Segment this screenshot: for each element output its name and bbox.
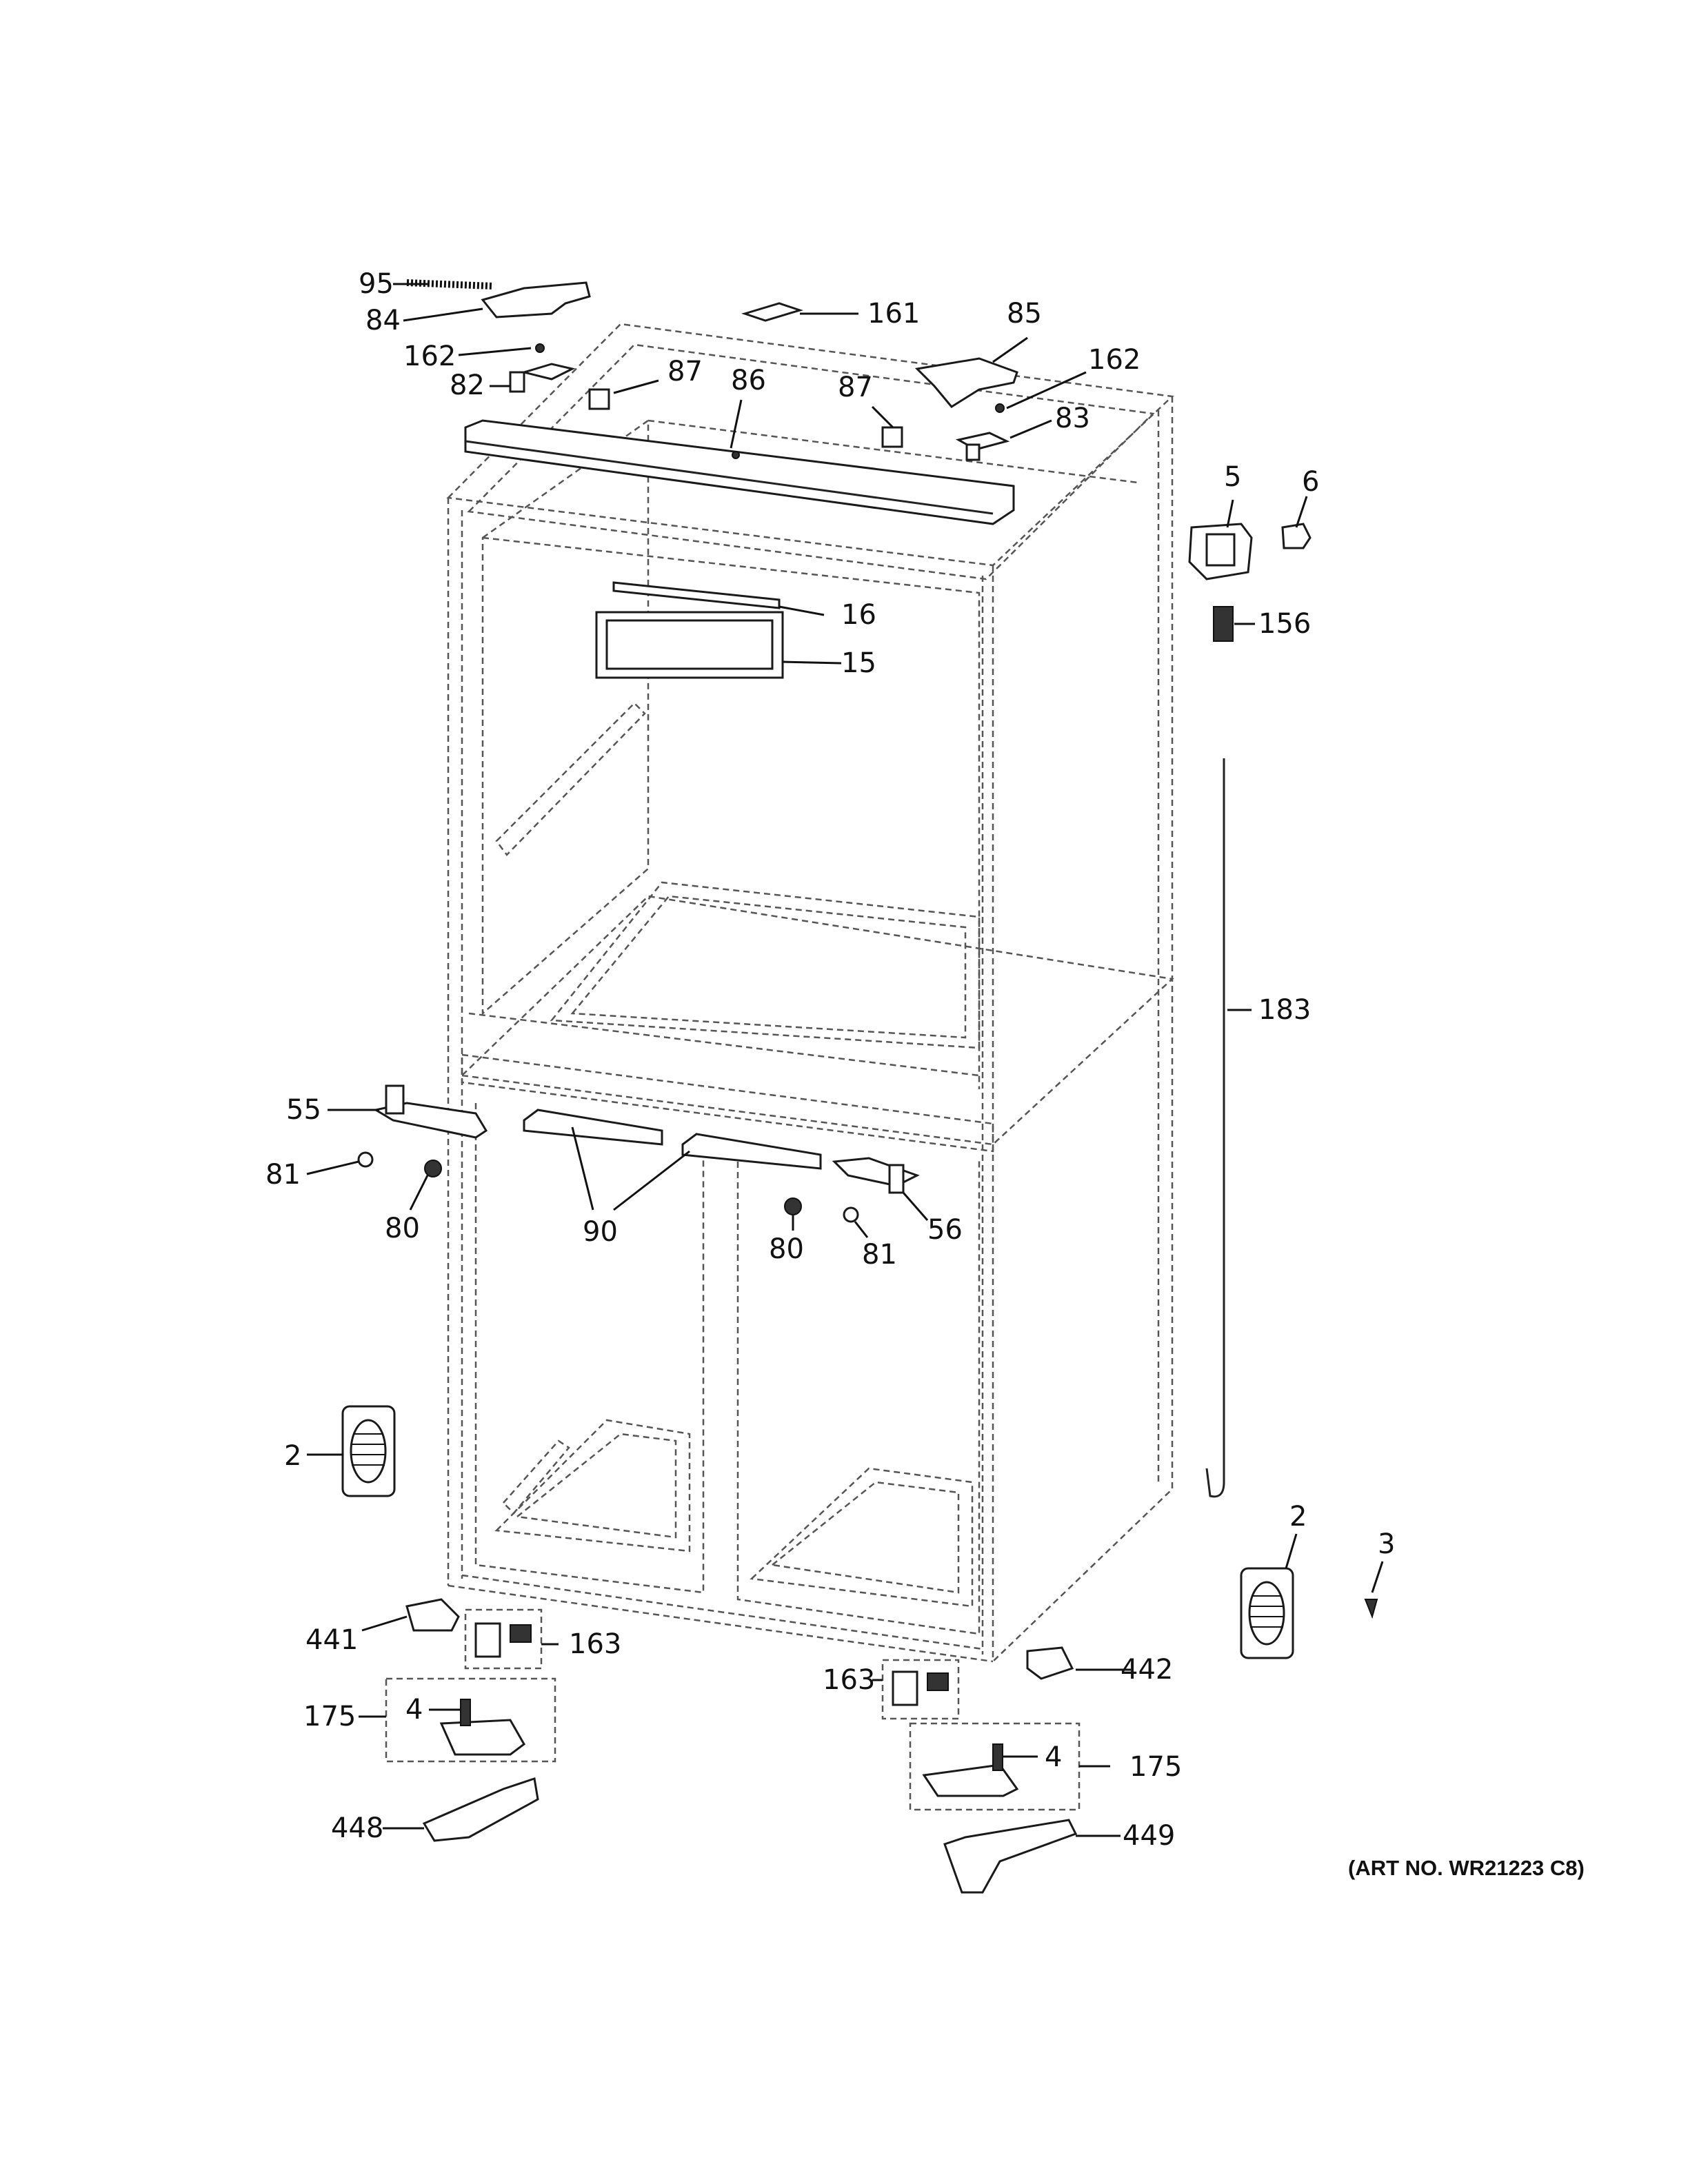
hinge-82 xyxy=(509,363,576,393)
callout-82: 82 xyxy=(450,370,485,401)
cover-163-left xyxy=(464,1608,543,1670)
arm-449 xyxy=(943,1819,1078,1894)
screw-81-left xyxy=(357,1151,374,1168)
screw-162-right xyxy=(995,403,1005,413)
callout-55: 55 xyxy=(286,1094,321,1126)
callout-80: 80 xyxy=(385,1213,420,1244)
clip-87-right xyxy=(881,426,903,448)
bracket-5 xyxy=(1188,523,1253,580)
callout-163: 163 xyxy=(569,1628,621,1660)
callout-449: 449 xyxy=(1123,1820,1175,1852)
callout-162: 162 xyxy=(403,341,456,372)
cover-163-right xyxy=(881,1659,960,1720)
hinge-56 xyxy=(832,1157,920,1194)
callouts: 95 84 162 82 161 85 162 87 86 87 83 5 6 … xyxy=(265,268,1585,1880)
bracket-442 xyxy=(1026,1646,1074,1680)
callout-83: 83 xyxy=(1055,403,1090,434)
screw-162-left xyxy=(535,343,545,353)
callout-81: 81 xyxy=(862,1239,897,1271)
rail-90-right xyxy=(681,1133,822,1170)
callout-6: 6 xyxy=(1302,466,1319,498)
tube-183 xyxy=(1205,758,1225,1498)
rail-90-left xyxy=(523,1109,663,1146)
screw-3 xyxy=(1364,1599,1378,1619)
top-hinge-cover-85 xyxy=(914,357,1018,408)
callout-81: 81 xyxy=(265,1159,301,1191)
bracket-441 xyxy=(405,1598,460,1632)
top-rail-86 xyxy=(464,419,1015,525)
callout-90: 90 xyxy=(583,1216,618,1248)
callout-4: 4 xyxy=(405,1694,423,1726)
grille-2-right xyxy=(1240,1567,1294,1659)
callout-87: 87 xyxy=(838,372,873,403)
callout-4: 4 xyxy=(1045,1741,1062,1773)
hinge-83 xyxy=(955,432,1010,461)
callout-163: 163 xyxy=(823,1664,875,1696)
screw-81-right xyxy=(843,1206,859,1223)
screw-80-left xyxy=(424,1160,442,1177)
callout-80: 80 xyxy=(769,1233,804,1265)
art-number: (ART NO. WR21223 C8) xyxy=(1348,1856,1585,1880)
chip-161 xyxy=(741,302,803,322)
callout-183: 183 xyxy=(1258,994,1311,1026)
connector-156 xyxy=(1213,606,1234,642)
callout-175: 175 xyxy=(1129,1751,1182,1783)
callout-86: 86 xyxy=(731,365,766,396)
callout-84: 84 xyxy=(365,305,401,336)
callout-87: 87 xyxy=(667,356,703,387)
callout-85: 85 xyxy=(1007,298,1042,330)
panel-15 xyxy=(595,611,784,679)
callout-2: 2 xyxy=(1289,1501,1307,1533)
leader-lines xyxy=(306,283,1384,1837)
cabinet-outline xyxy=(446,323,1174,1663)
callout-5: 5 xyxy=(1224,461,1241,493)
hinge-55 xyxy=(373,1084,488,1139)
strip-16 xyxy=(612,581,781,609)
callout-161: 161 xyxy=(867,298,920,330)
clip-87-left xyxy=(588,388,610,410)
callout-16: 16 xyxy=(841,599,876,631)
callout-441: 441 xyxy=(305,1624,358,1656)
clip-6 xyxy=(1281,523,1312,549)
callout-15: 15 xyxy=(841,647,876,679)
callout-56: 56 xyxy=(927,1214,963,1246)
top-hinge-cover-84 xyxy=(481,281,591,318)
screw-80-right xyxy=(784,1197,802,1215)
callout-442: 442 xyxy=(1121,1654,1173,1686)
callout-3: 3 xyxy=(1378,1528,1395,1560)
roller-assembly-175-left xyxy=(385,1677,556,1763)
callout-175: 175 xyxy=(303,1701,356,1732)
callout-162: 162 xyxy=(1088,344,1141,376)
callout-156: 156 xyxy=(1258,608,1311,640)
callout-2: 2 xyxy=(284,1440,301,1472)
callout-95: 95 xyxy=(359,268,394,300)
grille-2-left xyxy=(341,1405,396,1497)
callout-448: 448 xyxy=(331,1812,383,1844)
arm-448 xyxy=(422,1777,539,1842)
